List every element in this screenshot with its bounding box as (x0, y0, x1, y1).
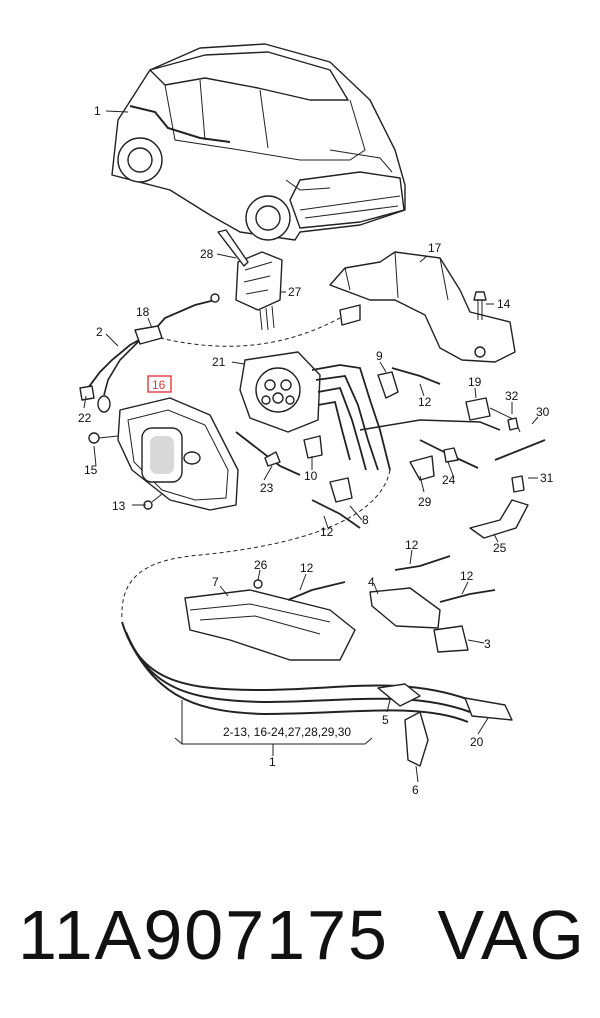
callout-12-d: 12 (405, 538, 419, 552)
callout-9: 9 (376, 349, 383, 363)
part-13-screw (143, 493, 163, 510)
callout-4: 4 (368, 575, 375, 589)
part-27-actuator (217, 229, 283, 331)
part-number: 11A907175 (18, 896, 389, 974)
callout-27: 27 (288, 285, 302, 299)
group-note: 2-13, 16-24,27,28,29,30 (223, 725, 351, 739)
callout-24: 24 (442, 473, 456, 487)
callout-labels: 1 28 27 17 14 18 2 22 16 21 9 12 19 32 3… (78, 104, 554, 797)
part-16-charging-flap-module (117, 375, 239, 511)
callout-1-bottom: 1 (269, 755, 276, 769)
callout-18: 18 (136, 305, 150, 319)
cable-ties (235, 367, 546, 529)
part-15-screw (88, 432, 119, 444)
callout-12-b: 12 (320, 525, 334, 539)
callout-17: 17 (428, 241, 442, 255)
callout-14: 14 (497, 297, 511, 311)
callout-20: 20 (470, 735, 484, 749)
callout-16: 16 (152, 378, 166, 392)
callout-1-top: 1 (94, 104, 101, 118)
callout-26: 26 (254, 558, 268, 572)
callout-23: 23 (260, 481, 274, 495)
callout-19: 19 (468, 375, 482, 389)
vehicle-illustration (111, 43, 406, 241)
part-20-harness (121, 555, 513, 767)
callout-5: 5 (382, 713, 389, 727)
parts-diagram: 1 28 27 17 14 18 2 22 16 21 9 12 19 32 3… (78, 43, 554, 797)
callout-6: 6 (412, 783, 419, 797)
brand-label: VAG (437, 896, 586, 974)
callout-12-e: 12 (460, 569, 474, 583)
callout-2: 2 (96, 325, 103, 339)
callout-25: 25 (493, 541, 507, 555)
callout-7: 7 (212, 575, 219, 589)
callout-30: 30 (536, 405, 550, 419)
routing-dashed-line (121, 469, 391, 621)
callout-32: 32 (505, 389, 519, 403)
callout-21: 21 (212, 355, 226, 369)
footer: 11A907175 VAG (0, 885, 600, 985)
callout-15: 15 (84, 463, 98, 477)
callout-12-c: 12 (300, 561, 314, 575)
callout-10: 10 (304, 469, 318, 483)
callout-3: 3 (484, 637, 491, 651)
part-17-bracket (329, 251, 516, 363)
callout-22: 22 (78, 411, 92, 425)
part-25-bracket (469, 499, 529, 539)
callout-28: 28 (200, 247, 214, 261)
leader-lines (83, 110, 539, 783)
callout-31: 31 (540, 471, 554, 485)
part-21-charging-socket (239, 351, 501, 471)
callout-13: 13 (112, 499, 126, 513)
callout-29: 29 (418, 495, 432, 509)
callout-8: 8 (362, 513, 369, 527)
callout-12-a: 12 (418, 395, 432, 409)
part-2-wiring (79, 293, 341, 413)
part-14-bolt (473, 291, 487, 320)
